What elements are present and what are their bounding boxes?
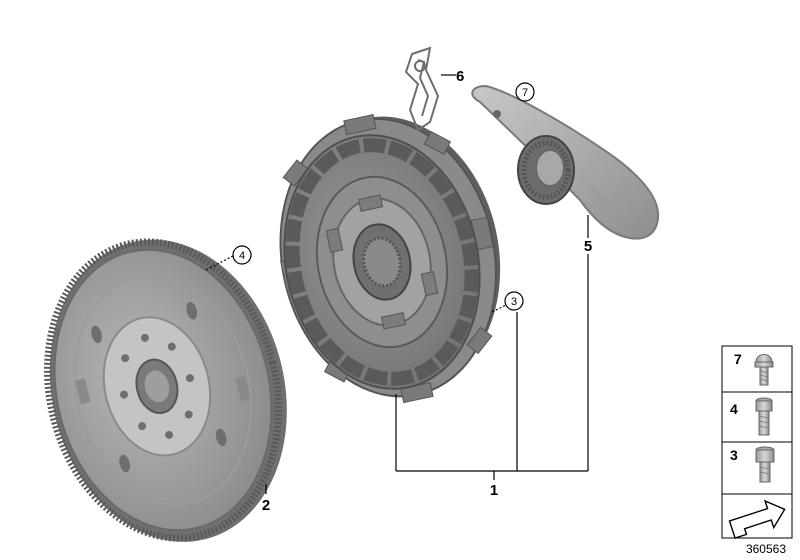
callout-6: 6 (456, 68, 464, 85)
bolt-socket-head-icon (755, 397, 773, 436)
svg-text:3: 3 (730, 447, 738, 463)
spring-clip (404, 46, 440, 132)
bolt-ball-head-icon (754, 354, 774, 386)
bolt-socket-head-icon (755, 446, 775, 483)
release-fork (471, 84, 660, 240)
svg-text:4: 4 (239, 250, 245, 262)
svg-text:4: 4 (730, 401, 738, 417)
hardware-panel: 7 4 3 (721, 345, 793, 539)
hardware-row-4: 4 (730, 397, 773, 436)
leader-lines (205, 74, 589, 494)
svg-text:7: 7 (734, 351, 742, 367)
clutch-assembly (279, 114, 501, 404)
arrow-right-icon (721, 493, 793, 539)
callout-7: 7 (515, 82, 535, 102)
hardware-row-7: 7 (734, 351, 774, 386)
hardware-row-3: 3 (730, 446, 775, 483)
callout-5: 5 (584, 238, 592, 255)
reference-number: 360563 (746, 542, 786, 556)
svg-text:7: 7 (522, 87, 528, 99)
callout-4: 4 (232, 245, 252, 265)
svg-text:3: 3 (511, 296, 517, 308)
callout-3: 3 (504, 291, 524, 311)
callout-2: 2 (262, 497, 270, 514)
callout-1: 1 (490, 482, 498, 499)
flywheel (44, 238, 287, 542)
